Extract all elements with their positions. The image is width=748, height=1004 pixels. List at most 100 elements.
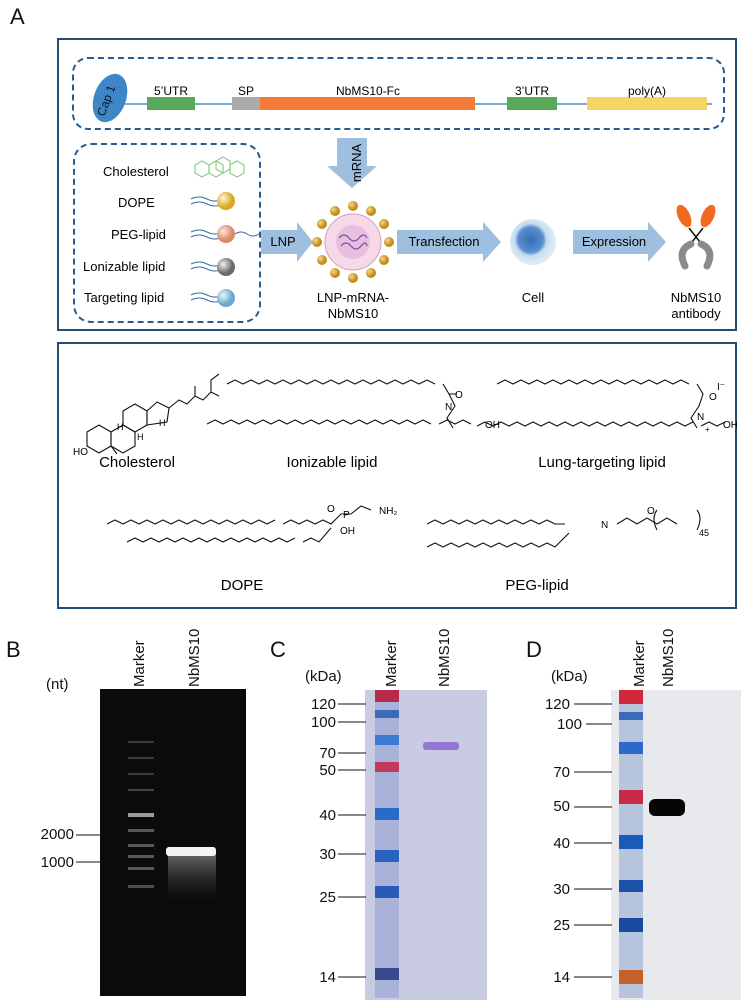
cap-shape (92, 73, 128, 123)
sample-smear (168, 851, 216, 901)
dope-structure (106, 505, 372, 543)
comp-peg: PEG-lipid (111, 227, 166, 242)
atom-ho: HO (73, 447, 88, 458)
atom-h: H (137, 432, 144, 442)
atom-h: H (117, 422, 124, 432)
atom-i: I⁻ (717, 382, 725, 393)
utr5-block (147, 97, 195, 110)
c-tick: 100 (310, 714, 336, 731)
lnp-flow: mRNA LNP LNP-mRNA- NbMS10 Transfection C… (261, 138, 722, 321)
gel-image (100, 689, 246, 996)
atom-sub45: 45 (699, 528, 709, 538)
comp-targeting: Targeting lipid (84, 290, 164, 305)
chemical-structures: HO H H H O N OH O I⁻ N + OH O P NH₂ OH N… (73, 373, 737, 594)
atom-o: O (327, 504, 335, 515)
atom-nh2: NH₂ (379, 506, 397, 517)
cell-icon (510, 219, 556, 265)
sample-band (423, 742, 459, 750)
atom-o: O (647, 506, 655, 517)
d-tick: 70 (553, 764, 570, 781)
atom-oh: OH (340, 526, 355, 537)
atom-h: H (159, 418, 166, 428)
targeting-head-icon (217, 289, 235, 307)
transfection-label: Transfection (408, 234, 479, 249)
d-tick: 14 (553, 969, 570, 986)
blot-d-unit: (kDa) (551, 668, 588, 685)
lnp-particle-icon (312, 201, 394, 283)
c-tick: 120 (310, 696, 336, 713)
comp-dope: DOPE (118, 195, 155, 210)
structures-frame (57, 342, 737, 609)
schematic-frame (57, 38, 737, 331)
peg-lipid-structure (426, 509, 701, 548)
ionizable-lipid-structure (206, 379, 472, 429)
expression-label: Expression (582, 234, 646, 249)
cholesterol-structure (86, 373, 220, 455)
peg-chain-icon (234, 231, 260, 237)
antibody-icon (676, 204, 716, 270)
blot-c-lane-marker: Marker (383, 640, 400, 687)
structure-name-dope: DOPE (221, 577, 264, 594)
atom-oh: OH (723, 420, 737, 431)
sp-label: SP (238, 84, 254, 98)
utr3-block (507, 97, 557, 110)
lnp-label: LNP (270, 234, 295, 249)
lung-targeting-lipid-structure (476, 379, 726, 429)
sample-band (649, 799, 685, 816)
blot-d-tick-lines (574, 703, 612, 978)
mrna-arrow (327, 138, 377, 188)
mrna-construct: Cap 1 5’UTR SP NbMS10-Fc 3’UTR poly(A) (92, 73, 712, 123)
d-tick: 40 (553, 835, 570, 852)
cell-label: Cell (522, 290, 545, 305)
panel-label-a: A (10, 4, 25, 29)
polya-block (587, 97, 707, 110)
panel-label-d: D (526, 637, 542, 662)
gel-lane-marker: Marker (131, 640, 148, 687)
gel-tick-1000: 1000 (40, 854, 74, 871)
polya-label: poly(A) (628, 84, 666, 98)
particle-label-2: NbMS10 (328, 306, 379, 321)
marker-lane (375, 690, 399, 998)
construct-box (72, 57, 725, 130)
d-tick: 25 (553, 917, 570, 934)
comp-ionizable: Lonizable lipid (83, 259, 165, 274)
structure-name-lung: Lung-targeting lipid (538, 454, 666, 471)
c-tick: 30 (319, 846, 336, 863)
gene-label: NbMS10-Fc (336, 84, 400, 98)
dope-head-icon (217, 192, 235, 210)
components-box (73, 143, 261, 323)
atom-p: P (343, 510, 350, 521)
components-list: Cholesterol DOPE PEG-lipid Lonizable lip… (83, 156, 260, 307)
gel-tick-2000: 2000 (40, 826, 74, 843)
d-tick: 120 (544, 696, 570, 713)
peg-head-icon (217, 225, 235, 243)
atom-n: N (601, 520, 608, 531)
structure-name-cholesterol: Cholesterol (99, 454, 175, 471)
mrna-label: mRNA (349, 144, 364, 183)
c-tick: 50 (319, 762, 336, 779)
sp-block (232, 97, 260, 110)
sample-band (166, 847, 216, 856)
antibody-label-1: NbMS10 (671, 290, 722, 305)
atom-n: N (445, 402, 452, 413)
marker-ladder (128, 741, 154, 888)
c-tick: 25 (319, 889, 336, 906)
panel-label-c: C (270, 637, 286, 662)
c-tick: 70 (319, 745, 336, 762)
gel-lane-sample: NbMS10 (186, 628, 203, 687)
d-tick: 50 (553, 798, 570, 815)
structure-name-ionizable: Ionizable lipid (287, 454, 378, 471)
cholesterol-icon (194, 156, 245, 178)
panel-label-b: B (6, 637, 21, 662)
gene-block (260, 97, 475, 110)
blot-c-lane-sample: NbMS10 (436, 628, 453, 687)
lnp-arrow (261, 222, 313, 262)
transfection-arrow (397, 222, 501, 262)
blot-d-lane-sample: NbMS10 (660, 628, 677, 687)
c-tick: 40 (319, 807, 336, 824)
atom-n: N (697, 412, 704, 423)
blot-c-unit: (kDa) (305, 668, 342, 685)
atom-oh: OH (485, 420, 500, 431)
atom-o: O (455, 390, 463, 401)
antibody-label-2: antibody (671, 306, 721, 321)
